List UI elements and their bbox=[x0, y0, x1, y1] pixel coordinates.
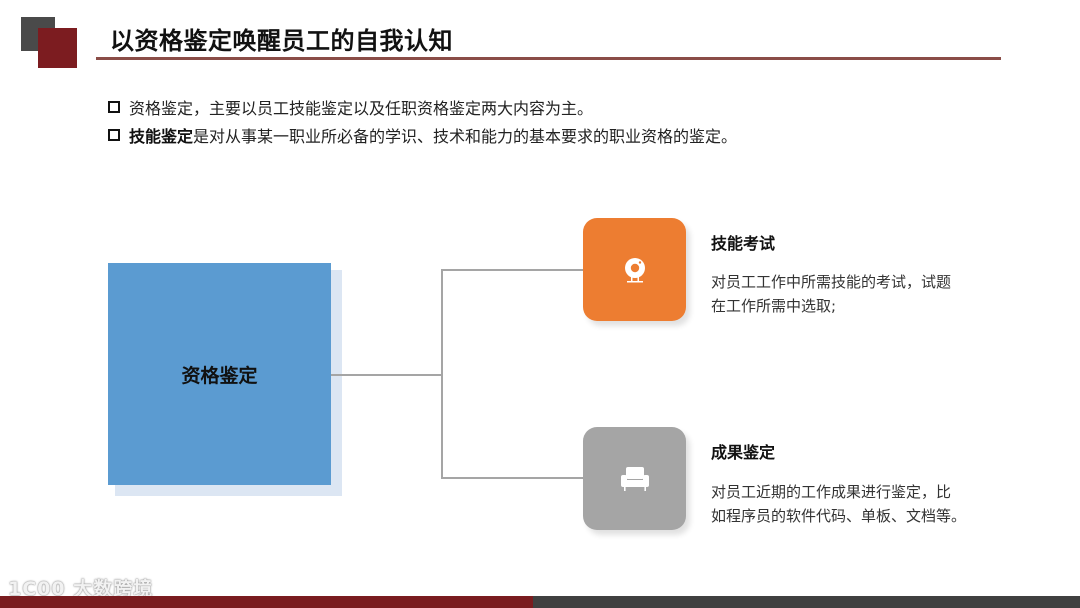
desc-line: 在工作所需中选取; bbox=[711, 297, 837, 315]
footer-bar-gray bbox=[533, 596, 1080, 608]
connector-branch-bottom bbox=[441, 477, 583, 479]
webcam-icon bbox=[624, 257, 645, 282]
main-category-label: 资格鉴定 bbox=[181, 364, 258, 387]
bullet-item: 技能鉴定 是对从事某一职业所必备的学识、技术和能力的基本要求的职业资格的鉴定。 bbox=[108, 121, 737, 149]
header-decor-red-square bbox=[38, 28, 77, 68]
desc-line: 如程序员的软件代码、单板、文档等。 bbox=[711, 507, 967, 525]
page-title: 以资格鉴定唤醒员工的自我认知 bbox=[110, 27, 453, 55]
watermark-logo: 1C00 大数跨境 bbox=[8, 578, 154, 600]
result-assessment-card bbox=[583, 427, 686, 530]
bullet-text: 是对从事某一职业所必备的学识、技术和能力的基本要求的职业资格的鉴定。 bbox=[193, 127, 738, 146]
main-category-box: 资格鉴定 bbox=[108, 263, 331, 485]
skill-exam-card bbox=[583, 218, 686, 321]
skill-exam-description: 对员工工作中所需技能的考试，试题 在工作所需中选取; bbox=[711, 270, 991, 318]
armchair-icon bbox=[620, 466, 649, 491]
result-assessment-title: 成果鉴定 bbox=[711, 443, 776, 462]
result-assessment-description: 对员工近期的工作成果进行鉴定，比 如程序员的软件代码、单板、文档等。 bbox=[711, 480, 991, 528]
connector-branch-top bbox=[441, 269, 583, 271]
connector-horizontal-main bbox=[331, 374, 442, 376]
bullet-item: 资格鉴定，主要以员工技能鉴定以及任职资格鉴定两大内容为主。 bbox=[108, 93, 737, 121]
title-underline bbox=[96, 57, 1001, 60]
bullet-keyword: 技能鉴定 bbox=[129, 127, 194, 146]
connector-vertical bbox=[441, 269, 443, 479]
bullet-list: 资格鉴定，主要以员工技能鉴定以及任职资格鉴定两大内容为主。 技能鉴定 是对从事某… bbox=[108, 93, 737, 149]
desc-line: 对员工近期的工作成果进行鉴定，比 bbox=[711, 483, 952, 501]
square-bullet-icon bbox=[108, 129, 120, 141]
footer-bar-red bbox=[0, 596, 533, 608]
skill-exam-title: 技能考试 bbox=[711, 234, 776, 253]
bullet-text: 资格鉴定，主要以员工技能鉴定以及任职资格鉴定两大内容为主。 bbox=[129, 99, 594, 118]
desc-line: 对员工工作中所需技能的考试，试题 bbox=[711, 273, 952, 291]
square-bullet-icon bbox=[108, 101, 120, 113]
